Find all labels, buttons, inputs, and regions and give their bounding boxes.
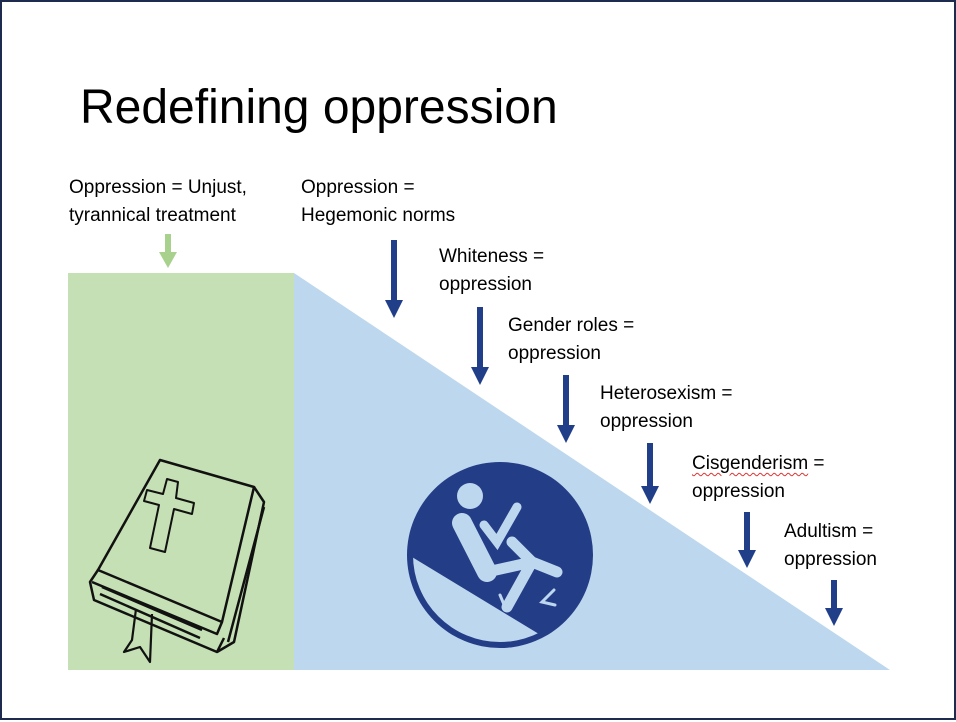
label-heterosexism: Heterosexism = oppression (600, 380, 733, 436)
label-line: Adultism = (784, 521, 874, 542)
arrow-down-icon (738, 512, 756, 568)
arrow-down-icon (471, 307, 489, 385)
bible-book-icon (88, 458, 266, 664)
label-line: Hegemonic norms (301, 205, 456, 226)
label-line: Whiteness = (439, 246, 545, 267)
label-line: Heterosexism = (600, 383, 733, 404)
label-traditional-definition: Oppression = Unjust, tyrannical treatmen… (69, 174, 247, 230)
label-line: Oppression = (301, 177, 415, 198)
label-line: oppression (508, 343, 601, 364)
label-line: Cisgenderism = (692, 450, 825, 478)
arrow-down-icon (385, 240, 403, 318)
label-line: Gender roles = (508, 315, 635, 336)
label-text: = (808, 453, 825, 474)
arrow-down-icon (641, 443, 659, 504)
label-line: oppression (600, 411, 693, 432)
label-line: oppression (439, 274, 532, 295)
label-hegemonic-norms: Oppression = Hegemonic norms (301, 174, 455, 230)
arrow-down-icon (825, 580, 843, 626)
light-green-arrow (159, 234, 177, 268)
down-arrows (385, 240, 843, 626)
slide-title: Redefining oppression (80, 81, 558, 134)
green-panel (68, 273, 294, 670)
label-line: Oppression = Unjust, (69, 177, 247, 198)
arrow-down-icon (557, 375, 575, 443)
label-line: tyrannical treatment (69, 205, 236, 226)
slipping-person-icon (407, 462, 593, 648)
label-line: oppression (692, 481, 785, 502)
spellcheck-word: Cisgenderism (692, 453, 809, 474)
label-adultism: Adultism = oppression (784, 518, 877, 574)
label-gender-roles: Gender roles = oppression (508, 312, 634, 368)
label-whiteness: Whiteness = oppression (439, 243, 544, 299)
label-cisgenderism: Cisgenderism = oppression (692, 450, 825, 506)
label-line: oppression (784, 549, 877, 570)
